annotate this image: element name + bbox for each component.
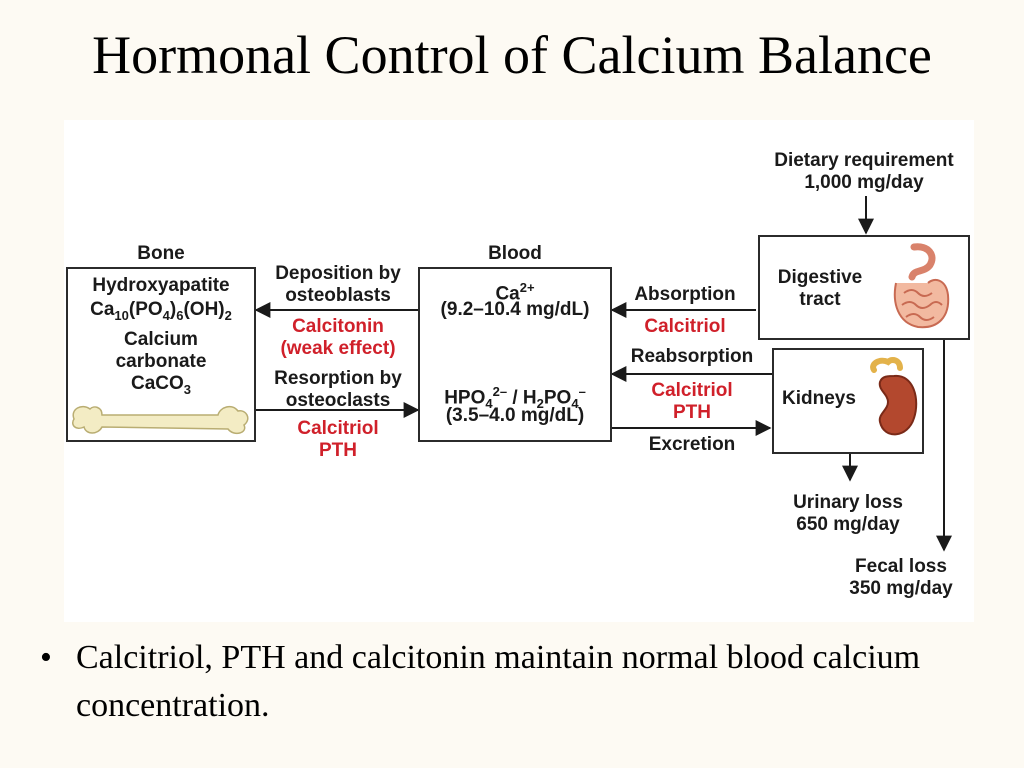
bone-formula-1: Ca10(PO4)6(OH)2 xyxy=(90,299,232,323)
calcium-balance-diagram: Dietary requirement 1,000 mg/day Bone Hy… xyxy=(64,120,974,622)
weak-effect-label: (weak effect) xyxy=(280,338,396,359)
blood-calcium: Ca2+ xyxy=(495,280,535,305)
blood-header: Blood xyxy=(488,243,542,264)
bone-box: Hydroxyapatite Ca10(PO4)6(OH)2 Calcium c… xyxy=(66,267,256,442)
kidney-icon xyxy=(870,357,918,436)
digestive-label-2: tract xyxy=(799,289,841,310)
excretion-label: Excretion xyxy=(648,434,736,455)
resorption-calcitriol-label: Calcitriol xyxy=(297,418,379,439)
resorption-label-1: Resorption by xyxy=(274,368,402,389)
absorption-label: Absorption xyxy=(634,284,736,305)
urinary-loss-label-1: Urinary loss xyxy=(793,492,903,513)
fecal-loss-label-2: 350 mg/day xyxy=(849,578,953,599)
deposition-label-2: osteoblasts xyxy=(285,285,391,306)
intestine-icon xyxy=(893,243,950,329)
reabsorption-label: Reabsorption xyxy=(630,346,754,367)
bone-calcium: Calcium xyxy=(124,329,198,350)
bullet-marker: • xyxy=(40,639,52,676)
reabsorption-calcitriol-label: Calcitriol xyxy=(651,380,733,401)
bone-formula-2: CaCO3 xyxy=(130,373,192,397)
urinary-loss-label-2: 650 mg/day xyxy=(796,514,900,535)
dietary-label-2: 1,000 mg/day xyxy=(804,172,924,193)
blood-calcium-range: (9.2–10.4 mg/dL) xyxy=(440,299,590,320)
calcitonin-label: Calcitonin xyxy=(292,316,384,337)
femur-bone-icon xyxy=(72,405,249,435)
kidneys-label: Kidneys xyxy=(782,388,856,409)
bullet-text: Calcitriol, PTH and calcitonin maintain … xyxy=(76,639,921,724)
slide-title: Hormonal Control of Calcium Balance xyxy=(92,25,932,85)
deposition-label-1: Deposition by xyxy=(275,263,401,284)
arrows-layer xyxy=(254,196,952,552)
digestive-label-1: Digestive xyxy=(777,267,863,288)
fecal-loss-label-1: Fecal loss xyxy=(855,556,947,577)
blood-box: Ca2+ (9.2–10.4 mg/dL) HPO42– / H2PO4– (3… xyxy=(418,267,612,442)
resorption-label-2: osteoclasts xyxy=(285,390,391,411)
blood-phosphate-range: (3.5–4.0 mg/dL) xyxy=(445,405,585,426)
dietary-label-1: Dietary requirement xyxy=(774,150,954,171)
kidneys-box: Kidneys xyxy=(772,348,924,454)
absorption-calcitriol-label: Calcitriol xyxy=(644,316,726,337)
resorption-pth-label: PTH xyxy=(319,440,357,461)
bone-hydroxyapatite: Hydroxyapatite xyxy=(92,275,230,296)
bone-header: Bone xyxy=(137,243,185,264)
bone-carbonate: carbonate xyxy=(115,351,207,372)
digestive-tract-box: Digestive tract xyxy=(758,235,970,340)
blood-phosphate: HPO42– / H2PO4– xyxy=(444,384,586,412)
reabsorption-pth-label: PTH xyxy=(673,402,711,423)
